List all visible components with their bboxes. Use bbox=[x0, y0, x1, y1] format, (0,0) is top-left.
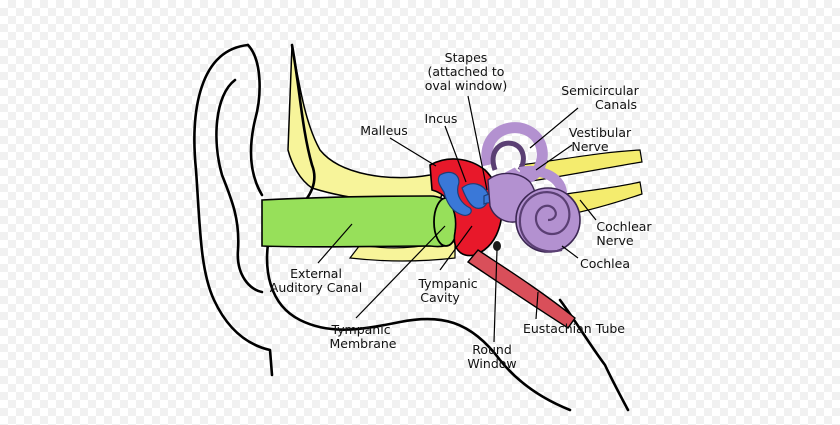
leader-lines bbox=[317, 95, 597, 343]
label-tympanic-membrane-1: Tympanic bbox=[330, 322, 390, 337]
leader-malleus bbox=[389, 137, 437, 167]
pinna-helix bbox=[246, 43, 264, 197]
leader-cochlear-nerve bbox=[579, 199, 597, 221]
label-malleus: Malleus bbox=[360, 123, 408, 138]
leader-incus bbox=[444, 125, 467, 183]
label-tympanic-cavity-2: Cavity bbox=[420, 290, 460, 305]
pinna-inner-fold bbox=[215, 78, 264, 294]
cochlea-spiral bbox=[518, 191, 571, 253]
label-external-2: Auditory Canal bbox=[270, 280, 362, 295]
label-stapes-1: Stapes bbox=[445, 50, 488, 65]
label-incus: Incus bbox=[425, 111, 458, 126]
round-window bbox=[493, 241, 501, 251]
leader-tympanic-cavity bbox=[439, 225, 473, 271]
pinna bbox=[193, 43, 274, 377]
malleus-bone bbox=[437, 171, 472, 216]
label-tympanic-cavity-1: Tympanic bbox=[417, 276, 477, 291]
external-auditory-canal bbox=[261, 195, 459, 248]
label-vestibular-1: Vestibular bbox=[569, 125, 632, 140]
leader-semicircular bbox=[529, 107, 579, 149]
leader-vestibular bbox=[535, 144, 573, 171]
label-vestibular-2: Nerve bbox=[571, 139, 609, 154]
label-round-window-2: Window bbox=[467, 356, 516, 371]
label-cochlea: Cochlea bbox=[580, 256, 630, 271]
leader-eustachian bbox=[535, 291, 539, 320]
label-tympanic-membrane-2: Membrane bbox=[330, 336, 397, 351]
semicircular-canal-b bbox=[490, 140, 526, 172]
leader-cochlea bbox=[561, 245, 579, 259]
head-contour bbox=[265, 43, 572, 412]
label-eustachian: Eustachian Tube bbox=[523, 321, 625, 336]
inner-ear bbox=[481, 122, 581, 253]
eustachian-tube bbox=[466, 249, 576, 329]
label-semicircular-1: Semicircular bbox=[561, 83, 639, 98]
incus-bone bbox=[461, 183, 489, 209]
label-stapes-3: oval window) bbox=[425, 78, 507, 93]
label-cochlear-nerve-1: Cochlear bbox=[596, 219, 652, 234]
cochlear-nerve bbox=[559, 181, 643, 216]
label-semicircular-2: Canals bbox=[595, 97, 637, 112]
label-stapes-2: (attached to bbox=[428, 64, 505, 79]
leader-stapes bbox=[467, 95, 488, 191]
leader-round-window bbox=[493, 249, 498, 343]
label-external-1: External bbox=[290, 266, 342, 281]
leader-tympanic-membrane bbox=[355, 225, 446, 319]
labels: Stapes (attached to oval window) Semicir… bbox=[270, 50, 653, 371]
label-cochlear-nerve-2: Nerve bbox=[596, 233, 634, 248]
leader-external bbox=[317, 223, 353, 264]
label-round-window-1: Round bbox=[472, 342, 512, 357]
